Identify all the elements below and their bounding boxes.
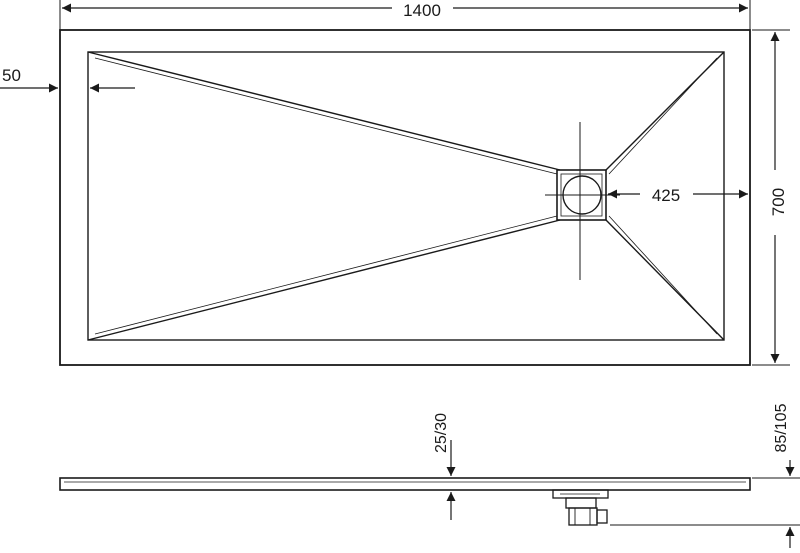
height-label: 700 <box>769 188 788 216</box>
siphon-body <box>565 497 597 509</box>
slope-inner-bottom-left <box>94 215 558 335</box>
slope-inner-top-right <box>608 57 718 175</box>
slope-inner-top-left <box>94 57 558 175</box>
tray-top-view <box>59 29 751 366</box>
thickness-label: 25/30 <box>433 413 450 453</box>
tray-outline <box>59 29 751 366</box>
siphon-outlet <box>568 507 598 526</box>
slope-inner-bottom-right <box>608 215 718 335</box>
slope-line-bottom-left <box>87 219 561 341</box>
dimension-total-height <box>610 460 800 548</box>
width-label: 1400 <box>403 1 441 20</box>
siphon <box>552 489 609 526</box>
total-height-label: 85/105 <box>773 403 790 452</box>
tray-profile <box>59 477 751 491</box>
tray-inner-rim <box>87 51 725 341</box>
dimension-height <box>752 29 790 366</box>
slope-line-top-left <box>87 51 561 171</box>
drain <box>545 122 620 280</box>
siphon-pipe-end <box>596 509 608 524</box>
dimension-width <box>59 0 751 30</box>
tray-side-view <box>59 477 751 526</box>
rim-label: 50 <box>2 66 21 85</box>
drain-offset-label: 425 <box>652 186 680 205</box>
